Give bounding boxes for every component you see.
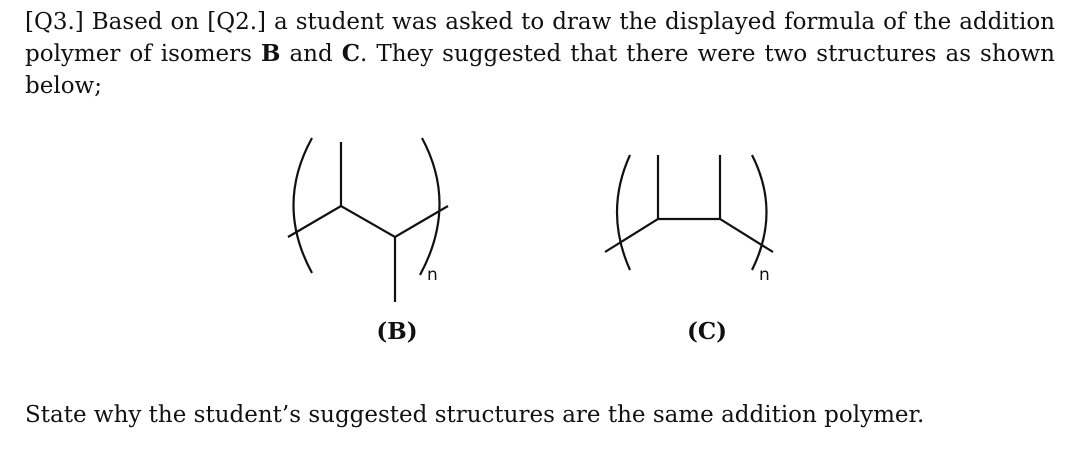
right-bracket — [419, 137, 441, 276]
question-part: [Q3.] Based on [Q2.] a student was asked… — [25, 9, 1055, 67]
label-b: (B) — [376, 318, 418, 345]
backbone — [604, 217, 774, 253]
question-text: [Q3.] Based on [Q2.] a student was asked… — [25, 6, 1055, 102]
isomer-b: B — [260, 40, 281, 67]
question-part: and — [280, 41, 342, 67]
repeat-n: n — [427, 265, 438, 285]
prompt-text: State why the student’s suggested struct… — [25, 402, 925, 428]
question-part: . They suggested that there were two str… — [25, 41, 1055, 99]
structure-b: n — [287, 137, 449, 302]
isomer-c: C — [341, 40, 361, 67]
backbone — [287, 204, 449, 239]
right-bracket — [751, 154, 768, 271]
structure-c: n — [604, 154, 774, 285]
left-bracket — [292, 137, 313, 274]
left-bracket — [615, 154, 632, 271]
repeat-n: n — [759, 265, 770, 285]
label-c: (C) — [686, 318, 728, 345]
